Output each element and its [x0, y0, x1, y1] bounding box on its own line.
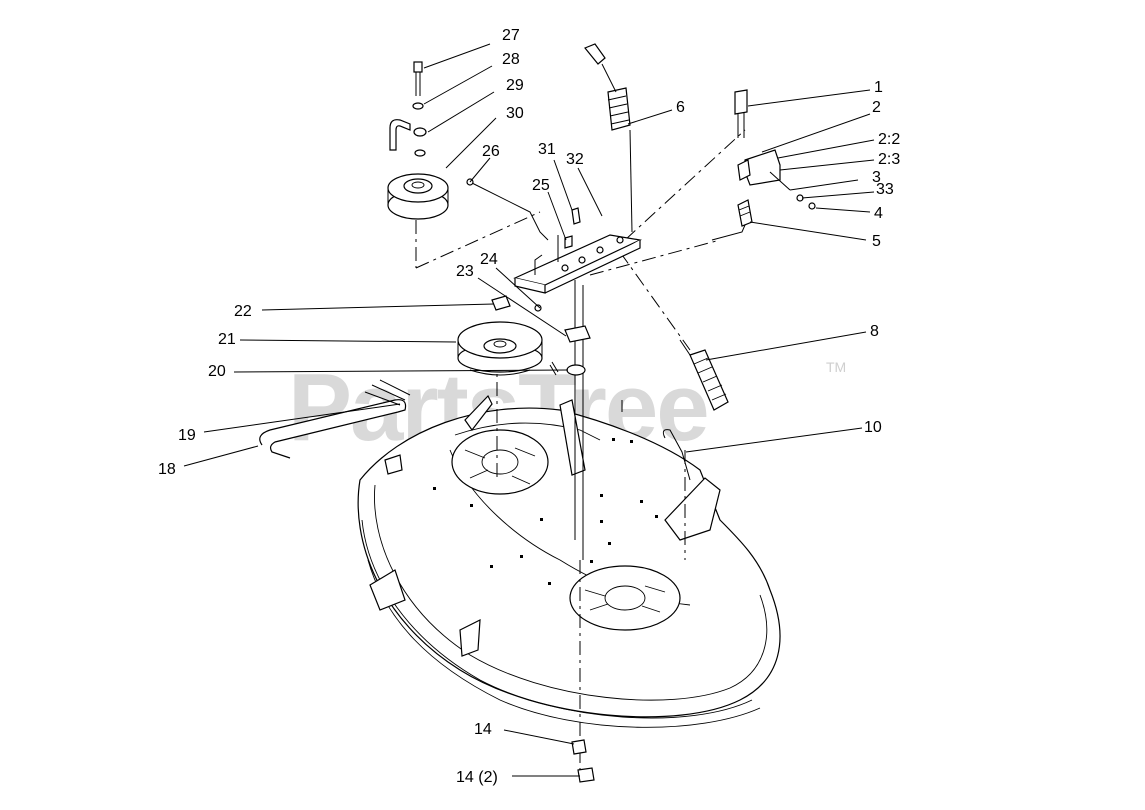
callout-31: 31: [538, 141, 556, 158]
idler-pulley: [387, 173, 449, 220]
callout-27: 27: [502, 27, 520, 44]
drive-pulley: [457, 321, 543, 376]
callout-8: 8: [870, 323, 879, 340]
idler-arm-plate: [513, 234, 642, 294]
callout-21: 21: [218, 331, 236, 348]
callout-3: 3: [872, 169, 881, 186]
callout-26: 26: [482, 143, 500, 160]
hook-part: [662, 429, 691, 481]
callout-18: 18: [158, 461, 176, 478]
callout-23: 23: [456, 263, 474, 280]
drive-belt: [259, 379, 411, 459]
bolt-stack: [389, 61, 427, 157]
callout-14: 14: [474, 721, 492, 738]
leader-lines: [183, 43, 875, 777]
callout-2-3: 2:3: [878, 151, 900, 168]
callout-30: 30: [506, 105, 524, 122]
callout-33: 33: [876, 181, 894, 198]
rod-part: [469, 181, 549, 241]
callout-1: 1: [874, 79, 883, 96]
watermark-trademark: TM: [826, 359, 846, 375]
tension-spring-lower: [679, 339, 729, 411]
callout-28: 28: [502, 51, 520, 68]
callout-14-2: 14 (2): [456, 769, 498, 786]
callout-10: 10: [864, 419, 882, 436]
callout-32: 32: [566, 151, 584, 168]
callout-2: 2: [872, 99, 881, 116]
callout-2-2: 2:2: [878, 131, 900, 148]
mower-deck-housing: [357, 394, 781, 728]
clip-part: [491, 295, 511, 311]
callout-6: 6: [676, 99, 685, 116]
callout-29: 29: [506, 77, 524, 94]
callout-4: 4: [874, 205, 883, 222]
callout-24: 24: [480, 251, 498, 268]
callout-20: 20: [208, 363, 226, 380]
lift-bracket-assembly: [711, 89, 816, 241]
nut-part: [571, 739, 587, 755]
washer-part: [566, 364, 586, 376]
callout-5: 5: [872, 233, 881, 250]
nut-part-lower: [577, 767, 595, 783]
collar-part: [564, 325, 591, 343]
callout-25: 25: [532, 177, 550, 194]
tension-spring-top: [584, 43, 633, 233]
callout-19: 19: [178, 427, 196, 444]
callout-22: 22: [234, 303, 252, 320]
